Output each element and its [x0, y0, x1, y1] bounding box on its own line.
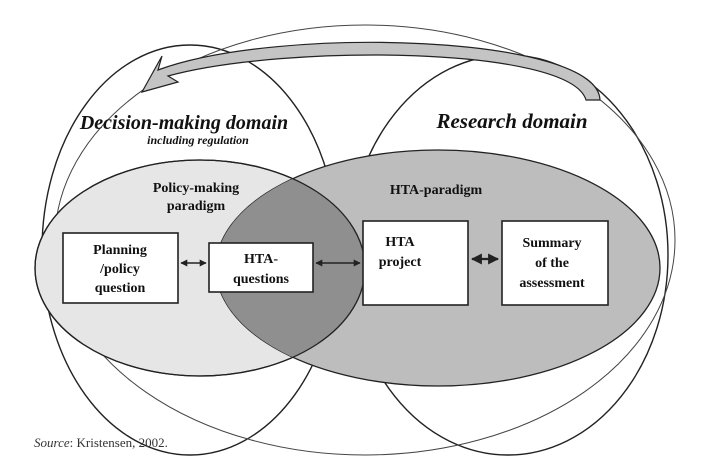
source-text: : Kristensen, 2002. — [69, 435, 168, 450]
hta-questions-box-line2: questions — [233, 272, 290, 287]
decision-domain-title: Decision-making domain — [79, 112, 288, 134]
hta-paradigm-label: HTA-paradigm — [390, 183, 483, 198]
policy-paradigm-label-line1: Policy-making — [153, 181, 239, 196]
hta-project-box — [362, 220, 469, 306]
planning-box-line3: question — [95, 281, 146, 296]
hta-project-box-line1: HTA — [385, 235, 415, 250]
hta-project-box-line2: project — [379, 255, 422, 270]
summary-box-line3: assessment — [519, 276, 585, 291]
research-domain-title: Research domain — [435, 109, 587, 133]
source-label: Source — [34, 435, 70, 450]
hta-questions-box-line1: HTA- — [244, 252, 278, 267]
source-citation: Source: Kristensen, 2002. — [34, 435, 168, 451]
paradigm-overlap — [216, 160, 365, 376]
summary-box-line1: Summary — [522, 236, 581, 251]
feedback-arrow — [140, 41, 601, 101]
hta-questions-box — [208, 242, 314, 293]
policy-paradigm-label-line2: paradigm — [167, 199, 226, 214]
planning-box — [62, 232, 179, 304]
summary-box-line2: of the — [535, 256, 569, 271]
planning-box-line2: /policy — [99, 262, 140, 277]
planning-box-line1: Planning — [93, 243, 147, 258]
summary-box — [501, 220, 609, 306]
decision-domain-subtitle: including regulation — [147, 133, 249, 147]
